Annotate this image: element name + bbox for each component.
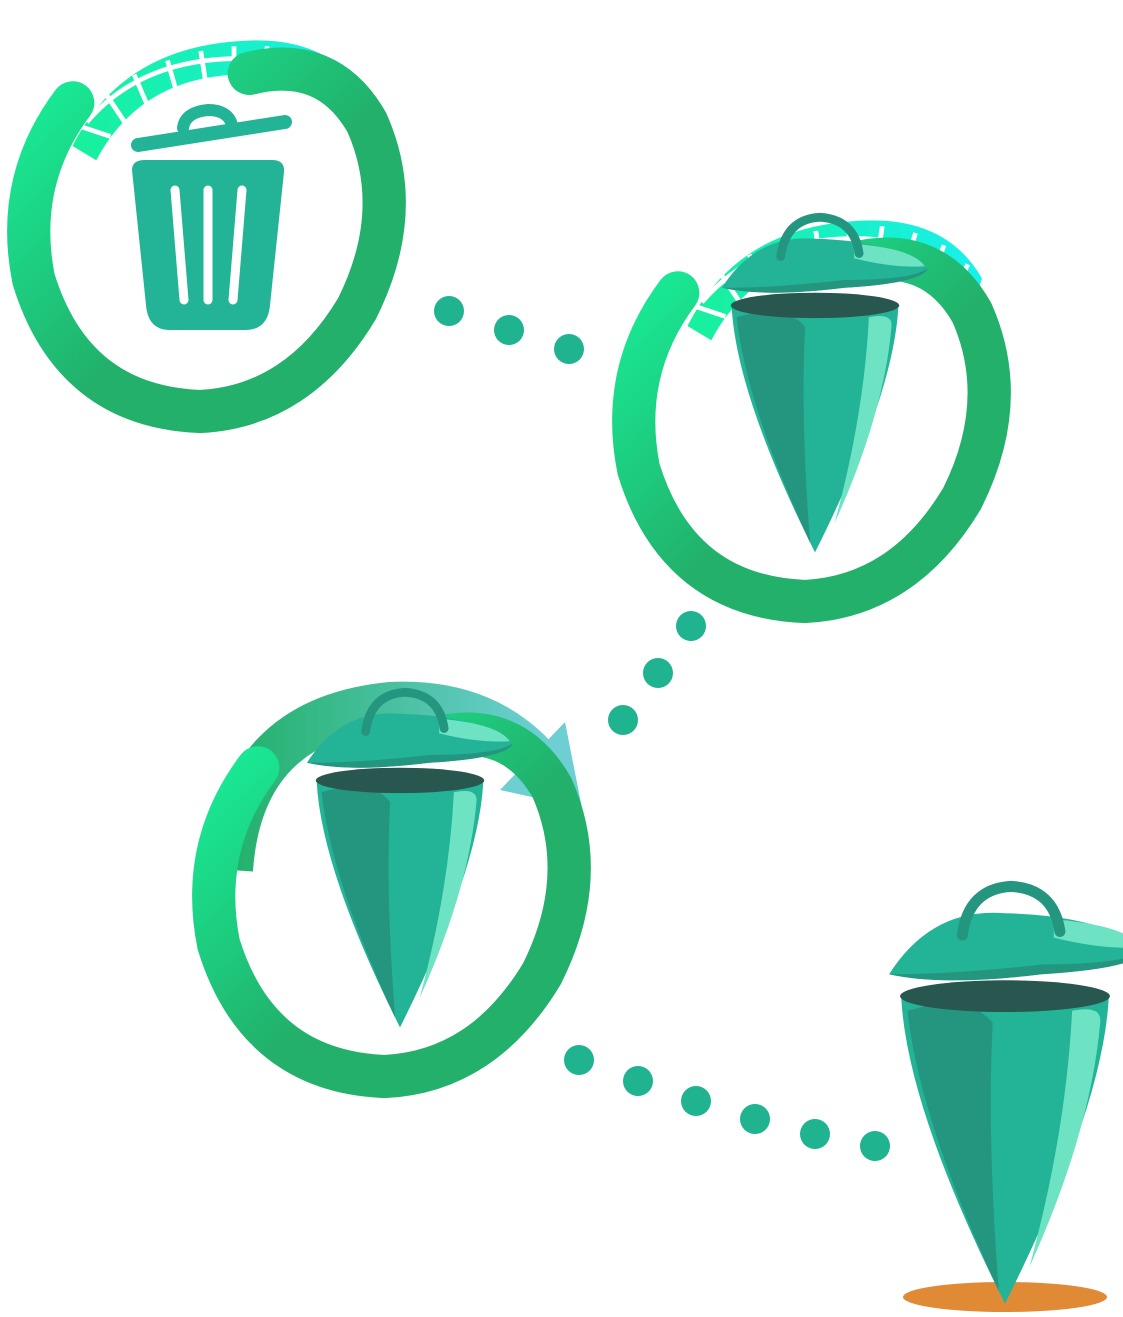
connector-dot (554, 334, 584, 364)
cone-trash-bin-icon (889, 886, 1123, 1303)
cone-trash-bin-icon (307, 692, 513, 1027)
stage-1 (29, 40, 385, 411)
connector-dot (434, 296, 464, 326)
connector-dot (643, 658, 673, 688)
connector-dot (623, 1066, 653, 1096)
connector-dot (740, 1104, 770, 1134)
connector-dot (608, 705, 638, 735)
connector-dot (681, 1086, 711, 1116)
stage-3 (214, 692, 582, 1076)
connector-dot (494, 315, 524, 345)
cone-trash-bin-icon (722, 217, 928, 552)
dots-1-to-2 (434, 296, 584, 364)
trash-can-icon (132, 110, 285, 330)
connector-dot (564, 1045, 594, 1075)
stage-4 (889, 886, 1123, 1312)
connector-dot (800, 1119, 830, 1149)
connector-dot (676, 611, 706, 641)
connector-dot (860, 1131, 890, 1161)
dots-3-to-4 (564, 1045, 890, 1161)
dots-2-to-3 (608, 611, 706, 735)
stage-2 (634, 217, 990, 601)
